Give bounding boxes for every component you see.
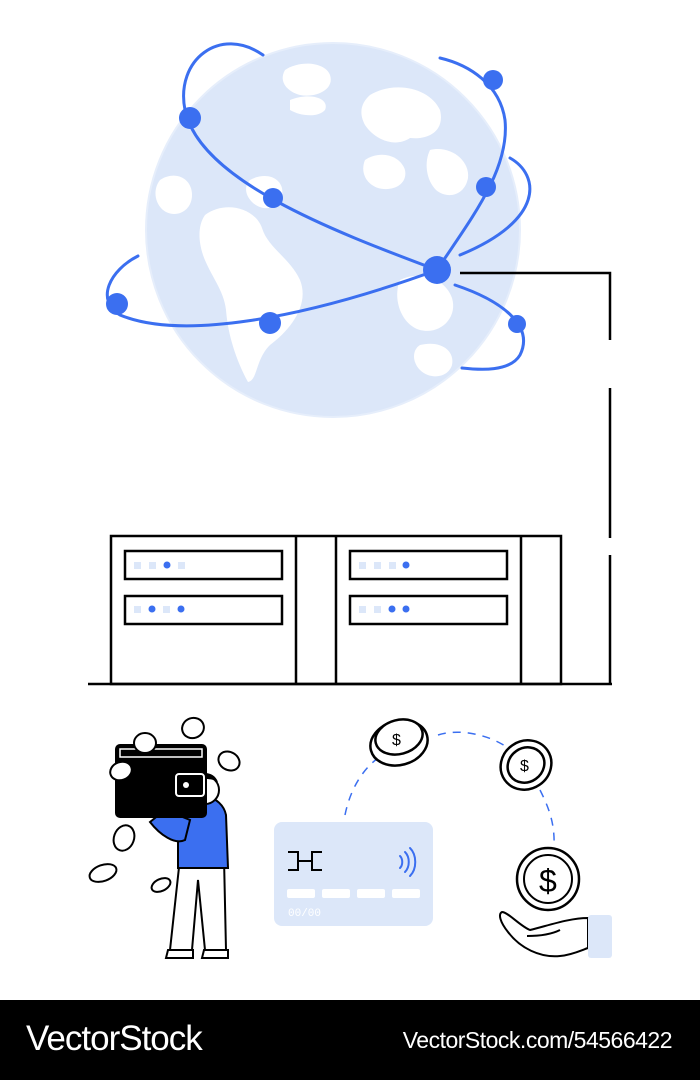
wallet-icon xyxy=(115,744,207,818)
card-chip xyxy=(288,851,322,871)
orbit-nodes xyxy=(106,70,526,334)
server-unit xyxy=(123,549,284,581)
contactless-icon xyxy=(399,847,417,877)
server-unit xyxy=(348,594,509,626)
watermark-footer: VectorStock VectorStock.com/54566422 xyxy=(0,1000,700,1080)
card-expiry: 00/00 xyxy=(288,908,321,920)
globe-continents xyxy=(155,63,469,382)
orbit-node xyxy=(263,188,283,208)
orbit-node xyxy=(508,315,526,333)
server-rack-icon xyxy=(88,534,612,686)
coin-dollar-sign: $ xyxy=(539,863,557,899)
credit-card-icon: 00/00 xyxy=(274,822,433,926)
coin-dollar-sign: $ xyxy=(392,732,401,749)
orbit-node xyxy=(476,177,496,197)
orbit-node xyxy=(259,312,281,334)
dollar-coin-icon: $ xyxy=(515,846,581,912)
coin-icon xyxy=(88,716,241,893)
orbit-node-hub xyxy=(423,256,451,284)
orbit-node xyxy=(179,107,201,129)
server-status-lights xyxy=(134,561,410,613)
server-unit xyxy=(123,594,284,626)
coin-dollar-sign: $ xyxy=(520,758,529,775)
globe-outline xyxy=(145,42,521,418)
orbit-node xyxy=(106,293,128,315)
card-number-blocks xyxy=(287,889,420,898)
illustration-canvas: $ $ 00/00 $ xyxy=(88,42,612,959)
connector-line xyxy=(460,271,612,685)
orbit-node xyxy=(483,70,503,90)
vectorstock-brand: VectorStock xyxy=(26,1019,203,1058)
orbit-lines xyxy=(105,42,532,371)
image-id: VectorStock.com/54566422 xyxy=(402,1027,673,1053)
server-unit xyxy=(348,549,509,581)
payment-dashed-path xyxy=(344,731,555,849)
hand-icon xyxy=(499,910,612,958)
card-body xyxy=(274,822,433,926)
coin-icon xyxy=(369,718,553,791)
